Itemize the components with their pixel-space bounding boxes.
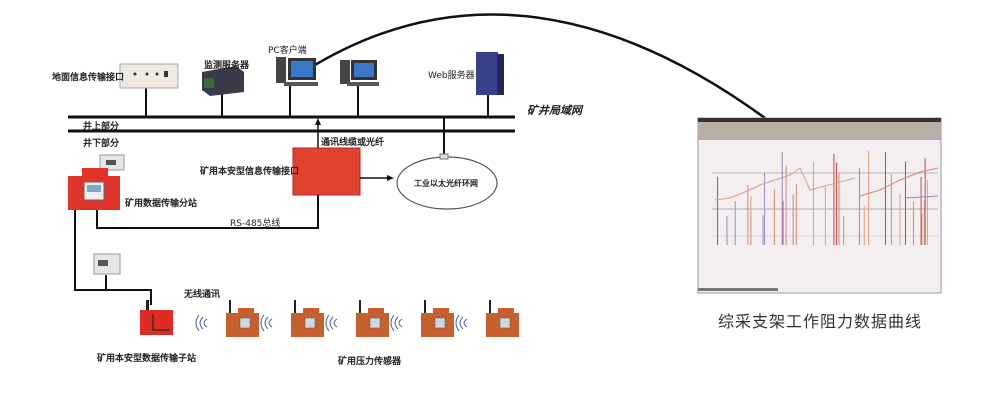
chart-caption: 综采支架工作阻力数据曲线: [718, 312, 923, 331]
monitor-server-label: 监测服务器: [204, 61, 250, 71]
curve-line: [859, 167, 939, 197]
arrow-up-icon: [315, 118, 321, 125]
junction-device: [93, 253, 121, 275]
pressure-sensor-device: [486, 300, 519, 337]
resistance-curve-chart-image: [697, 117, 942, 294]
web-server-device: [476, 52, 504, 95]
ground-interface-label: 地面信息传输接口: [52, 73, 125, 83]
pc-client-1: [276, 57, 318, 86]
pressure-sensor-device: [356, 300, 389, 337]
safe-info-interface-label: 矿用本安型信息传输接口: [200, 167, 300, 177]
substation-cable: [74, 210, 152, 305]
pressure-sensor-device: [291, 300, 324, 337]
pressure-sensor-device: [421, 300, 454, 337]
wireless-label: 无线通讯: [184, 290, 221, 300]
pressure-sensor-device: [226, 300, 259, 337]
curve-line: [904, 195, 939, 199]
substation-label: 矿用本安型数据传输子站: [97, 354, 197, 364]
cable-or-fiber-label: 通讯线缆或光纤: [321, 138, 385, 148]
link-arc: [309, 13, 766, 120]
safe-info-interface-device: [292, 147, 361, 196]
rs485-bus: [96, 195, 319, 229]
curve-line: [714, 167, 856, 201]
wireless-wave-icon: [325, 314, 338, 332]
ethernet-ring-label: 工业以太光纤环网: [414, 178, 478, 188]
ground-interface-device: [119, 63, 179, 89]
pressure-sensor-label: 矿用压力传感器: [338, 357, 402, 367]
data-station-device: [68, 154, 125, 210]
rs485-label: RS-485总线: [230, 219, 281, 229]
pc-client-label: PC客户端: [268, 46, 307, 56]
web-server-label: Web服务器: [428, 71, 475, 81]
wireless-wave-icon: [260, 314, 273, 332]
wireless-wave-icon: [455, 314, 468, 332]
arrow-right-icon: [387, 175, 394, 181]
bus-drops: [145, 85, 489, 157]
data-station-label: 矿用数据传输分站: [125, 199, 198, 209]
wireless-wave-icon: [390, 314, 403, 332]
substation-device: [140, 300, 173, 335]
pc-client-2: [340, 60, 379, 86]
wireless-wave-icon: [195, 314, 208, 332]
underground-label: 井下部分: [83, 139, 120, 149]
monitor-server-device: [202, 66, 244, 96]
mine-lan-label: 矿井局域网: [527, 104, 582, 117]
above-ground-label: 井上部分: [83, 122, 120, 132]
